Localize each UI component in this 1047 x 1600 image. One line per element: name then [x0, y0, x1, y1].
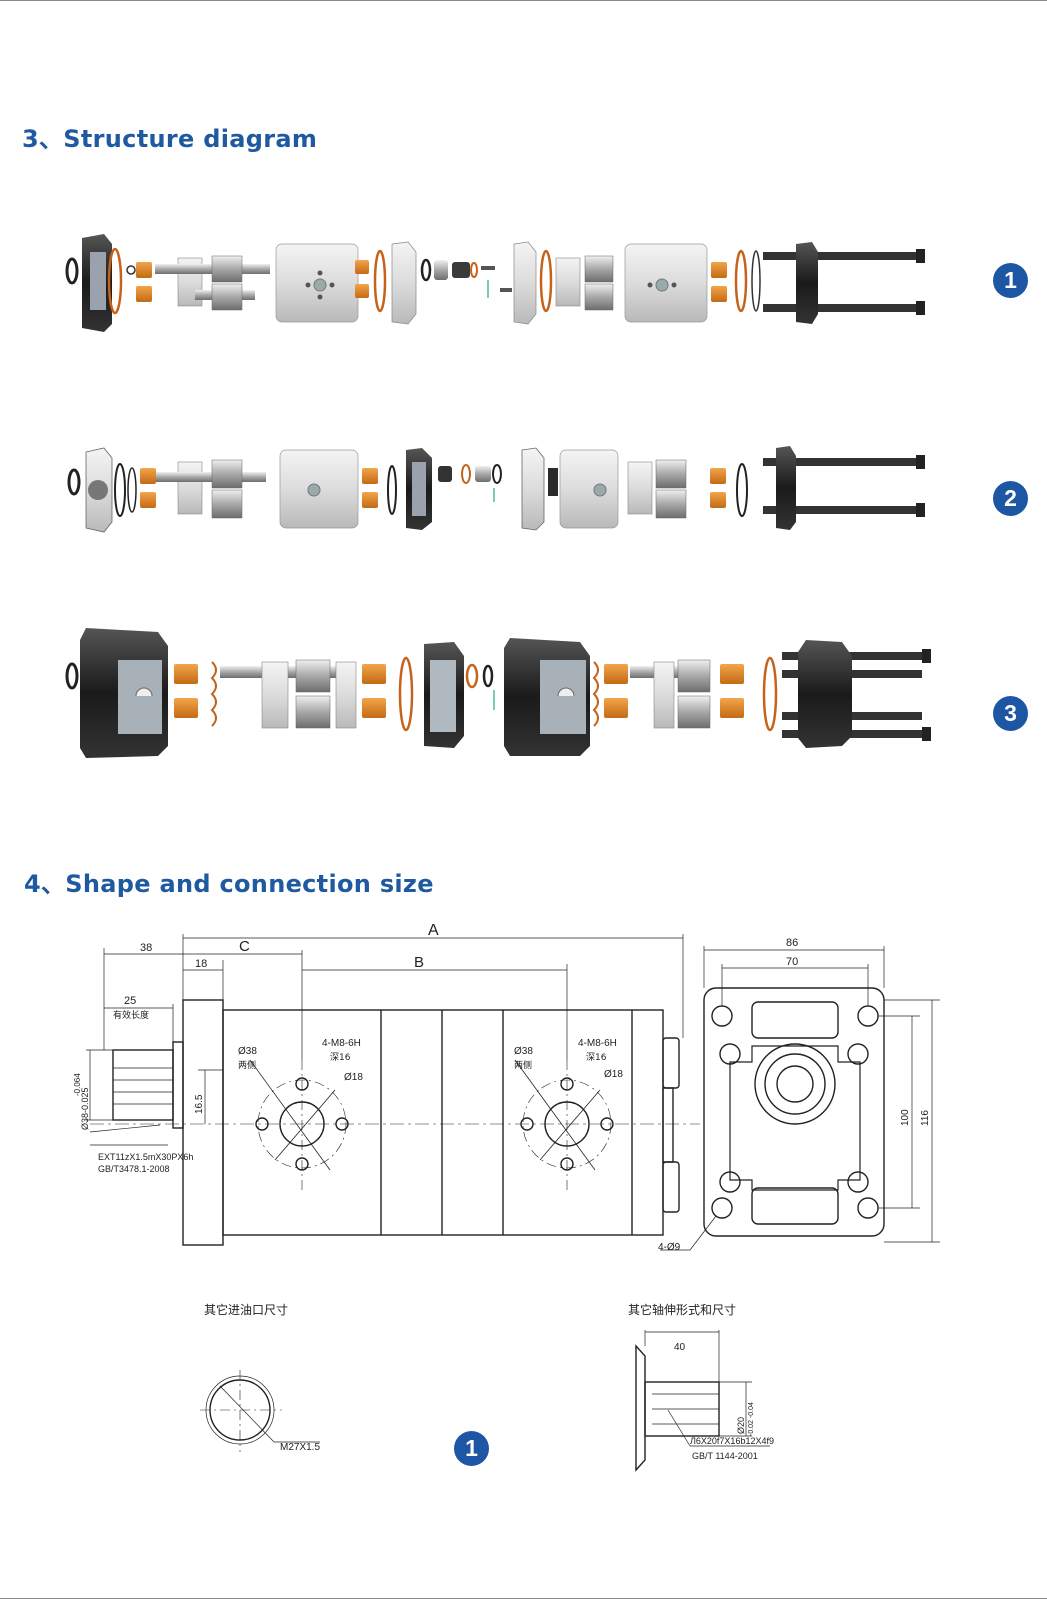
shaft-std: GB/T 1144-2001	[692, 1451, 758, 1461]
port2-depth: 深16	[586, 1052, 607, 1063]
dim-86: 86	[786, 937, 798, 949]
port2-thread: 4-M8-6H	[578, 1038, 617, 1049]
shaft-length: 40	[674, 1342, 686, 1353]
inlet-thread: M27X1.5	[280, 1442, 320, 1453]
dim-spline-std: GB/T3478.1-2008	[98, 1164, 170, 1174]
port-1	[249, 1059, 349, 1190]
port1-inner: Ø18	[344, 1072, 363, 1083]
dim-70: 70	[786, 956, 798, 968]
dim-B: B	[414, 954, 424, 971]
badge-1: 1	[993, 263, 1028, 298]
dim-25: 25	[124, 995, 136, 1007]
exploded-view-1	[65, 234, 925, 332]
dim-spline-spec: EXT11zX1.5mX30PX6h	[98, 1152, 193, 1162]
dim-C: C	[239, 938, 250, 955]
top-rule	[0, 0, 1047, 1]
port1-depth: 深16	[330, 1052, 351, 1063]
shaft-detail	[635, 1330, 770, 1472]
shaft-dia: Ø20	[736, 1417, 746, 1434]
dim-spline-length: 有效长度	[113, 1009, 149, 1021]
dimension-drawing: A C B 38 18 25 有效长度 Ø38-0.025 -0.064 EXT…	[73, 922, 940, 1472]
badge-drawing-1: 1	[454, 1431, 489, 1466]
shaft-tol: -0.02 -0.04	[748, 1402, 755, 1436]
port1-dia: Ø38	[238, 1046, 257, 1057]
bottom-rule	[0, 1598, 1047, 1599]
dim-18: 18	[195, 958, 207, 970]
section-title-structure: 3、Structure diagram	[22, 125, 318, 153]
dim-100: 100	[900, 1109, 911, 1126]
inlet-detail	[200, 1370, 320, 1452]
shaft-spline: Л6X20f7X16b12X4f9	[690, 1436, 774, 1446]
exploded-views	[65, 234, 931, 758]
dim-38: 38	[140, 942, 152, 954]
dim-116: 116	[920, 1110, 931, 1126]
port2-inner: Ø18	[604, 1069, 623, 1080]
section-title-shape: 4、Shape and connection size	[24, 870, 434, 898]
dim-shaft-dia-tol: -0.064	[73, 1073, 82, 1096]
exploded-view-3	[65, 628, 931, 758]
port1-thread: 4-M8-6H	[322, 1038, 361, 1049]
badge-2: 2	[993, 481, 1028, 516]
mounting-flange	[182, 999, 224, 1246]
port-2	[514, 1059, 614, 1190]
flange-view	[703, 987, 885, 1237]
port2-sides: 两侧	[514, 1059, 532, 1071]
port1-sides: 两侧	[238, 1059, 256, 1071]
shaft-title: 其它轴伸形式和尺寸	[628, 1302, 736, 1317]
badge-3: 3	[993, 696, 1028, 731]
inlet-title: 其它进油口尺寸	[204, 1302, 288, 1317]
port2-dia: Ø38	[514, 1046, 533, 1057]
exploded-view-2	[67, 446, 925, 533]
dim-A: A	[428, 922, 439, 939]
dim-16-5: 16.5	[194, 1094, 205, 1114]
dim-holes: 4-Ø9	[658, 1242, 681, 1253]
dim-shaft-dia: Ø38-0.025	[80, 1087, 90, 1130]
